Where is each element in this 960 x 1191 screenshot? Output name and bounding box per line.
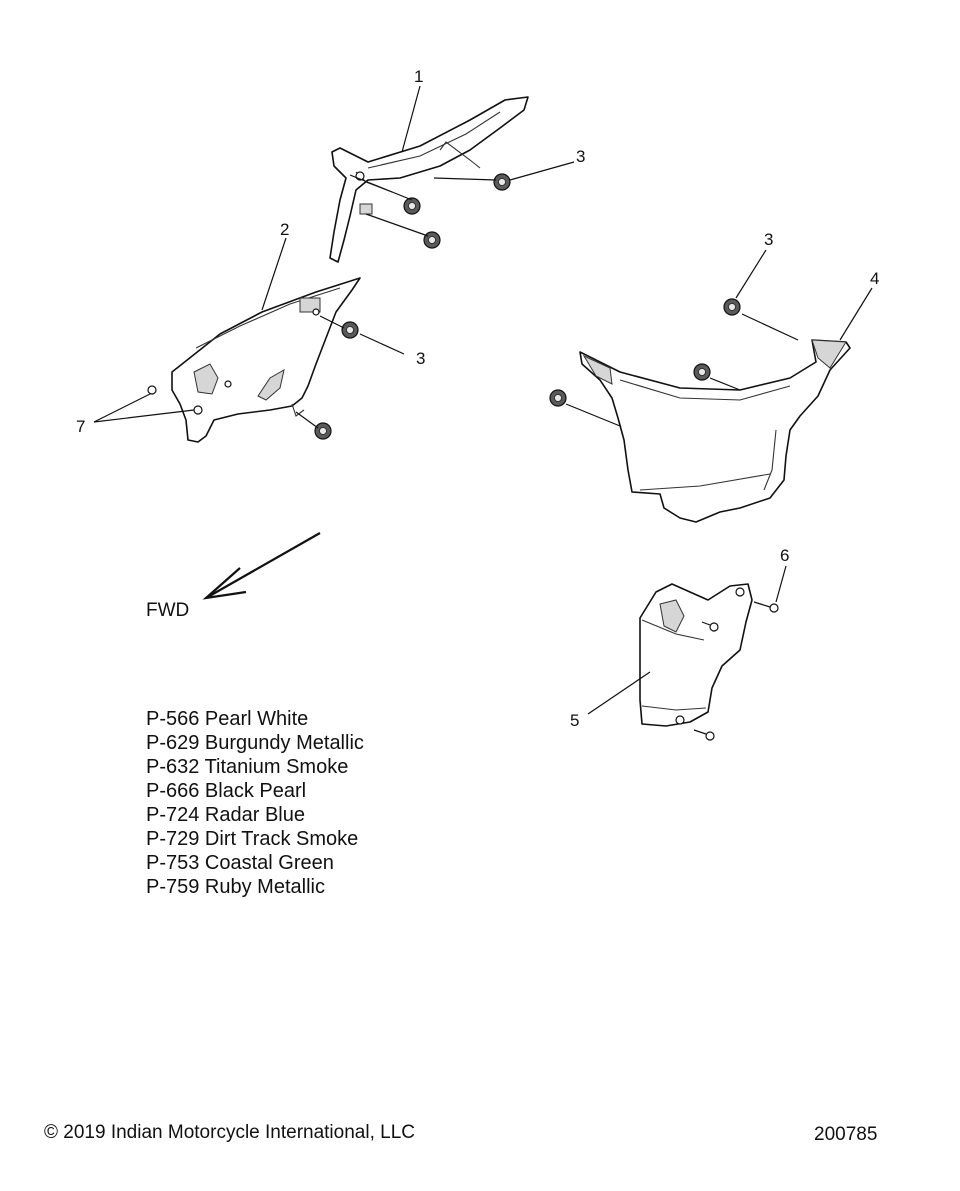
part-5-lower-cover [639, 583, 753, 727]
grommet-f [723, 298, 741, 316]
part-2-left-side-cover [171, 277, 361, 443]
fastener-7a [147, 385, 157, 395]
part-1-upper-cover [329, 96, 529, 263]
forward-arrow-icon [202, 532, 321, 600]
copyright-notice: © 2019 Indian Motorcycle International, … [44, 1122, 415, 1143]
paint-code-item: P-759 Ruby Metallic [146, 876, 325, 898]
screw-6a [753, 601, 779, 613]
paint-code-item: P-666 Black Pearl [146, 780, 307, 802]
document-number: 200785 [814, 1124, 878, 1145]
paint-code-item: P-729 Dirt Track Smoke [146, 828, 359, 850]
callout-2: 2 [280, 220, 289, 239]
grommet-e [314, 422, 332, 440]
callout-5: 5 [570, 711, 579, 730]
paint-code-list: P-566 Pearl White P-629 Burgundy Metalli… [146, 707, 364, 899]
grommet-a [493, 173, 511, 191]
paint-code-item: P-724 Radar Blue [146, 804, 305, 826]
callout-6: 6 [780, 546, 789, 565]
callout-7: 7 [76, 417, 85, 436]
paint-code-item: P-753 Coastal Green [146, 852, 334, 874]
forward-direction-label: FWD [146, 600, 190, 621]
callout-3-left: 3 [416, 349, 425, 368]
grommet-g [693, 363, 711, 381]
grommet-b [403, 197, 421, 215]
callout-1: 1 [414, 67, 423, 86]
part-4-right-side-cover [579, 339, 851, 523]
screw-6c [693, 729, 715, 741]
grommet-h [549, 389, 567, 407]
screw-6b [701, 621, 719, 632]
callout-3-right: 3 [764, 230, 773, 249]
callout-4: 4 [870, 269, 879, 288]
callout-3-top: 3 [576, 147, 585, 166]
paint-code-item: P-632 Titanium Smoke [146, 756, 349, 778]
grommet-d [341, 321, 359, 339]
grommet-c [423, 231, 441, 249]
paint-code-item: P-566 Pearl White [146, 708, 309, 730]
fastener-7b [193, 405, 203, 415]
paint-code-item: P-629 Burgundy Metallic [146, 732, 364, 754]
